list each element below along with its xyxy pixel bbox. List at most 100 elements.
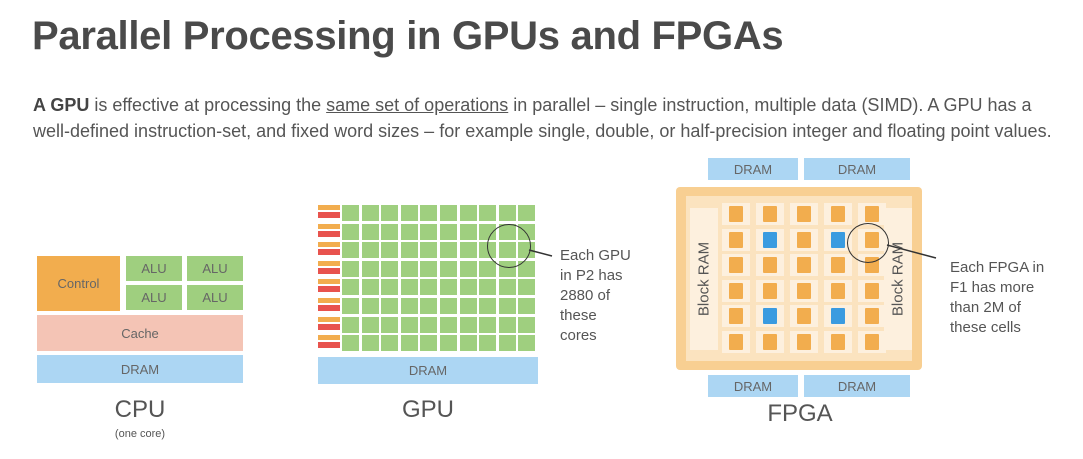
gpu-core — [518, 335, 536, 352]
cpu-alu: ALU — [187, 256, 243, 281]
note-line: 2880 of — [560, 287, 611, 304]
gpu-core — [400, 279, 418, 296]
fpga-dsp-cell — [763, 308, 777, 324]
gpu-core — [440, 335, 457, 352]
note-line: than 2M of — [950, 299, 1021, 316]
fpga-logic-cell — [865, 333, 879, 350]
gpu-core — [420, 260, 438, 277]
gpu-core — [342, 205, 359, 221]
gpu-core — [381, 223, 399, 240]
gpu-core — [479, 260, 497, 277]
gpu-core — [361, 242, 379, 259]
fpga-dsp-cell — [831, 231, 845, 248]
gpu-core — [400, 205, 418, 221]
gpu-core — [518, 260, 536, 277]
gpu-core — [498, 279, 516, 296]
gpu-note: Each GPU in P2 has 2880 of these cores — [560, 246, 631, 346]
cpu-alu: ALU — [126, 285, 182, 310]
fpga-logic-cell — [763, 206, 777, 222]
gpu-core — [479, 205, 497, 221]
gpu-cache-stripe — [318, 230, 340, 237]
fpga-highlight-circle — [847, 223, 889, 263]
fpga-dram: DRAM — [804, 375, 910, 397]
gpu-core — [400, 223, 418, 240]
gpu-core — [381, 279, 399, 296]
gpu-core — [381, 242, 399, 259]
gpu-core — [381, 316, 399, 333]
fpga-logic-cell — [831, 333, 845, 350]
fpga-logic-cell — [763, 333, 777, 350]
gpu-core — [440, 223, 457, 240]
gpu-core — [381, 260, 399, 277]
cpu-control: Control — [37, 256, 120, 311]
fpga-logic-cell — [729, 308, 743, 324]
note-line: Each FPGA in — [950, 259, 1045, 276]
gpu-core — [498, 316, 516, 333]
fpga-note: Each FPGA in F1 has more than 2M of thes… — [950, 258, 1044, 338]
gpu-core — [420, 205, 438, 221]
gpu-core — [420, 242, 438, 259]
fpga-logic-cell — [865, 206, 879, 222]
gpu-core — [498, 335, 516, 352]
gpu-core — [361, 279, 379, 296]
gpu-core — [479, 298, 497, 314]
gpu-core — [440, 260, 457, 277]
gpu-core — [440, 242, 457, 259]
gpu-core — [518, 205, 536, 221]
gpu-core — [459, 316, 477, 333]
cpu-dram: DRAM — [37, 355, 243, 383]
fpga-logic-cell — [763, 282, 777, 299]
block-ram-left: Block RAM — [690, 208, 718, 350]
gpu-highlight-circle — [487, 224, 531, 268]
gpu-control-stripe — [318, 223, 340, 229]
fpga-logic-cell — [797, 333, 811, 350]
gpu-cache-stripe — [318, 342, 340, 349]
gpu-label: GPU — [401, 396, 454, 423]
para-text-2: in parallel – single instruction, multip… — [33, 95, 1052, 141]
gpu-core — [342, 316, 359, 333]
gpu-control-stripe — [318, 335, 340, 341]
gpu-cache-stripe — [318, 267, 340, 274]
fpga-logic-cell — [865, 282, 879, 299]
gpu-core — [440, 279, 457, 296]
gpu-core — [342, 223, 359, 240]
note-line: these — [560, 307, 597, 324]
gpu-core — [400, 298, 418, 314]
fpga-dsp-cell — [763, 231, 777, 248]
gpu-core — [342, 260, 359, 277]
gpu-control-stripe — [318, 205, 340, 210]
gpu-core — [342, 298, 359, 314]
gpu-control-stripe — [318, 242, 340, 248]
gpu-core — [361, 316, 379, 333]
para-underlined: same set of operations — [326, 95, 509, 115]
cpu-alu: ALU — [187, 285, 243, 310]
gpu-cache-stripe — [318, 305, 340, 311]
gpu-core — [518, 316, 536, 333]
fpga-logic-cell — [865, 308, 879, 324]
gpu-core — [420, 223, 438, 240]
gpu-core — [498, 205, 516, 221]
fpga-logic-cell — [831, 257, 845, 273]
fpga-logic-cell — [729, 231, 743, 248]
gpu-cache-stripe — [318, 249, 340, 256]
slide-title: Parallel Processing in GPUs and FPGAs — [32, 14, 784, 58]
gpu-core — [381, 298, 399, 314]
fpga-logic-cell — [763, 257, 777, 273]
gpu-core — [459, 242, 477, 259]
gpu-core — [479, 335, 497, 352]
fpga-logic-cell — [729, 206, 743, 222]
gpu-core — [459, 205, 477, 221]
note-line: in P2 has — [560, 267, 623, 284]
fpga-logic-cell — [729, 333, 743, 350]
para-text-1: is effective at processing the — [89, 95, 327, 115]
gpu-bold: A GPU — [33, 95, 90, 115]
gpu-core — [361, 298, 379, 314]
cpu-alu: ALU — [126, 256, 182, 281]
gpu-core — [459, 298, 477, 314]
gpu-cache-stripe — [318, 286, 340, 293]
cpu-cache: Cache — [37, 315, 243, 351]
gpu-core — [420, 298, 438, 314]
gpu-core — [400, 335, 418, 352]
fpga-logic-cell — [797, 206, 811, 222]
intro-paragraph: A GPU is effective at processing the sam… — [33, 92, 1073, 144]
